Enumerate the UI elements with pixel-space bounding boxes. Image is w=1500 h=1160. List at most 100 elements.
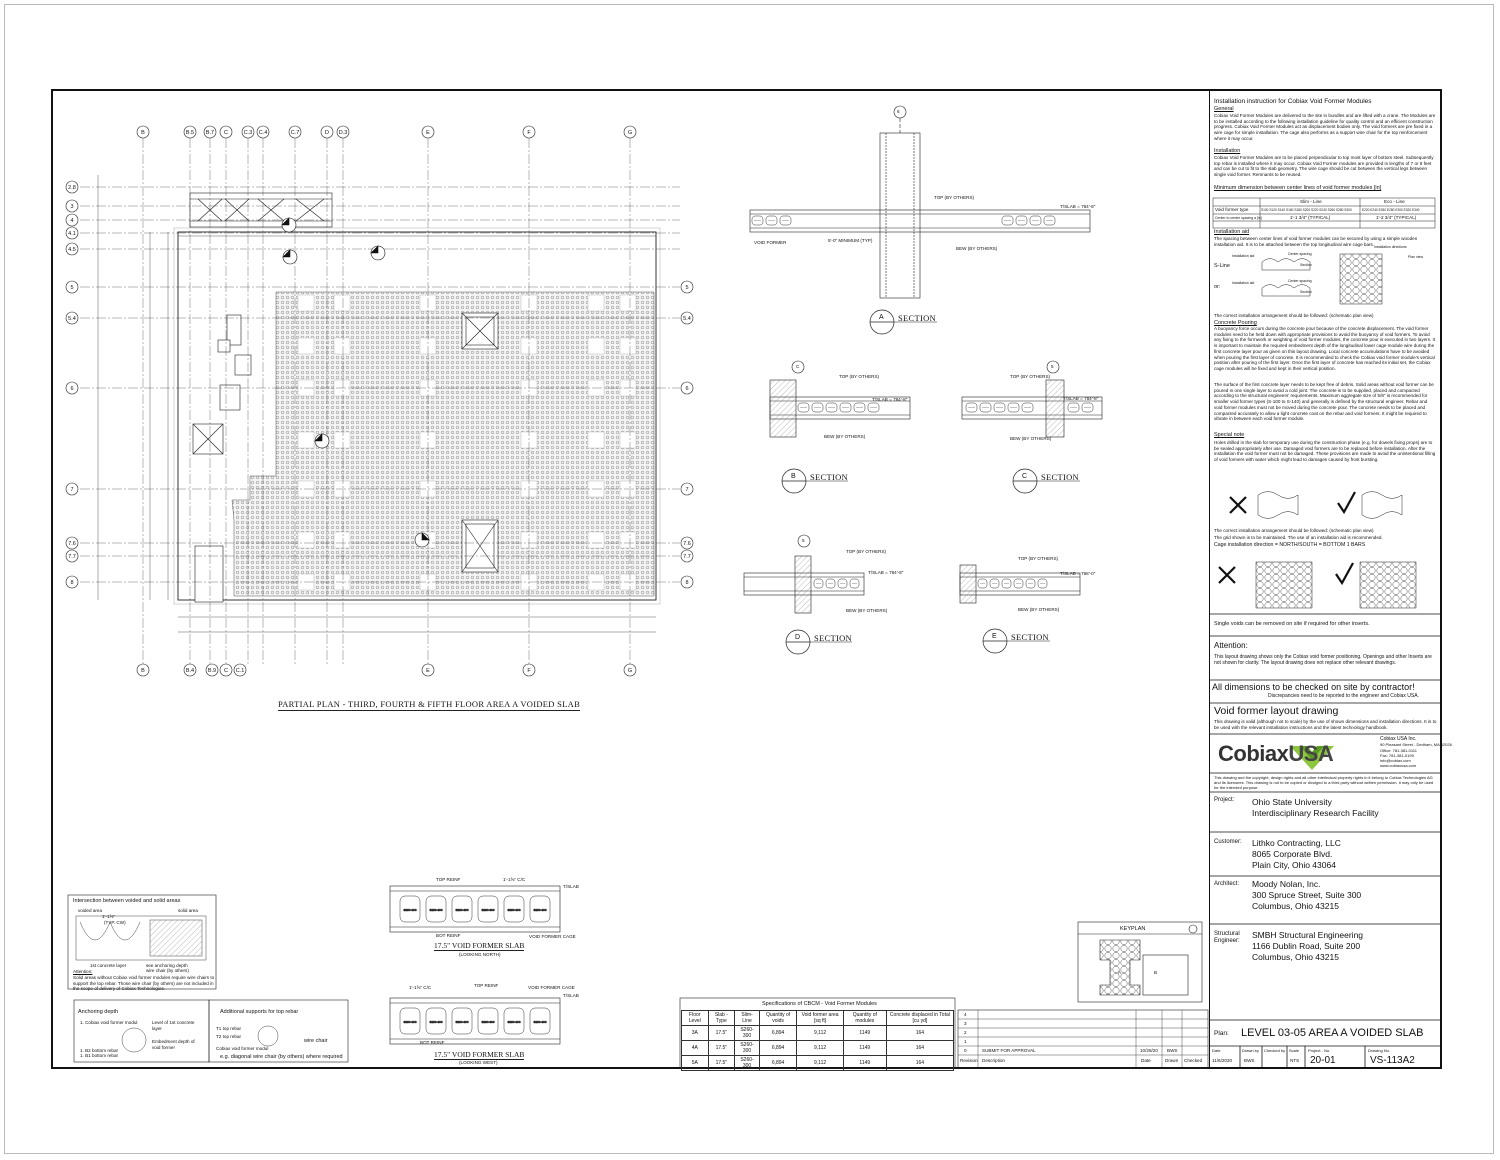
spec-cell: 5A [681,1055,709,1071]
grid-bubble-top: B.5 [183,125,197,139]
svg-text:4.5: 4.5 [68,247,76,253]
svg-text:B.9: B.9 [208,668,216,674]
floor-plan [80,138,680,664]
check-sub-text: Discrepancies need to be reported to the… [1268,693,1419,699]
page-frame [4,4,1494,1154]
scale-label: Scale [1289,1048,1300,1053]
svg-text:S260-300: S260-300 [533,1020,546,1024]
spec-cell: 1149 [842,1025,887,1041]
spec-h1: Slab - Type [707,1010,736,1026]
svg-text:C.1: C.1 [236,668,245,674]
rev-row-3: 3 [964,1021,967,1026]
logo-text-usa: USA [1288,741,1334,766]
rev-footer-date: Date [1141,1058,1151,1063]
intersection-box [67,894,217,990]
supports-module: Cobiax void former modul [216,1046,269,1051]
section-a-grid: 6 [897,109,900,114]
spec-cell: 164 [885,1055,955,1071]
section-c-drawing [961,379,1103,438]
rev-footer-description: Description [982,1058,1005,1063]
attention-text: This layout drawing shows only the Cobia… [1214,654,1432,667]
spec-cell: S260-300 [734,1025,760,1041]
section-e-letter: E [992,633,997,640]
vf-type-label: Void former type [1215,207,1249,212]
section-e-bot-note: BEW (BY OTHERS) [1018,607,1060,612]
spec-cell: 6,894 [758,1040,798,1056]
center-spacing-1: Center spacing [1288,252,1312,256]
svg-text:S260-300: S260-300 [429,908,442,912]
inst-dir-label: Installation directions [1374,245,1407,249]
grid-bubble-bottom: C.1 [233,663,247,677]
section-d-label: SECTION [814,633,852,643]
structural-label: Structural [1214,931,1240,937]
anchoring-l1: 1. Cobiax void former modul [80,1020,138,1025]
svg-text:8: 8 [70,580,73,586]
svg-text:B.5: B.5 [186,130,194,136]
grid-bubble-row: 4.1 [65,226,79,240]
grid-bubble-top: B [136,125,150,139]
plan-value: LEVEL 03-05 AREA A VOIDED SLAB [1241,1027,1424,1039]
detail-n-cage: VOID FORMER CAGE [529,934,576,939]
spec-table-title: Specifications of CBCM - Void Former Mod… [762,1001,877,1007]
detail-slab-north-sub: (LOOKING NORTH) [459,952,501,957]
spec-cell: 17.5" [707,1040,736,1056]
company-name: Cobiax USA Inc. [1380,736,1417,742]
grid-bubble-bottom: B.9 [205,663,219,677]
plan-label: Plan: [1214,1030,1229,1037]
aid-heading: Installation aid [1214,229,1250,235]
cage-dir-text: Cage installation direction = NORTH/SOUT… [1214,542,1366,548]
grid-bubble-bottom: E [421,663,435,677]
anchoring-l2: Level of 1st concrete layer [152,1020,195,1031]
spec-cell: S260-300 [734,1055,760,1071]
svg-text:5: 5 [70,285,73,291]
cobiax-logo: CobiaxUSA [1218,741,1334,767]
spec-cell: 9,112 [796,1040,844,1056]
svg-text:D.3: D.3 [339,130,348,136]
plan-view-label: Plan view [1408,255,1423,259]
instructions-title: Installation instruction for Cobiax Void… [1214,98,1372,105]
grid-bubble-top: F [522,125,536,139]
grid-bubble-bottom: B [136,663,150,677]
keyplan-b: B [1154,970,1158,975]
spec-h6: Concrete displaced in Total [cu yd] [885,1010,955,1026]
detail-slab-north-title: 17.5" VOID FORMER SLAB [434,941,525,952]
grid-bubble-bottom: G [623,663,637,677]
projno-value: 20-01 [1310,1055,1336,1066]
correct1-text: The correct installation arrangement sho… [1214,313,1374,318]
svg-text:C: C [224,668,228,674]
grid-bubble-top: C.4 [256,125,270,139]
drawing-label: Drawing No. [1368,1048,1391,1053]
table-row: 5A 17.5" S260-300 6,894 9,112 1149 164 [681,1055,955,1071]
supports-t1: T1 top rebar [216,1026,242,1031]
grid-bubble-row-right: 7.6 [680,536,694,550]
pour-text: A buoyancy force occurs during the concr… [1214,326,1436,372]
svg-text:5.4: 5.4 [683,316,691,322]
date-label: Date [1212,1048,1221,1053]
detail-n-top: TOP REINF [436,877,461,882]
spec-cell: 9,112 [796,1025,844,1041]
grid-bubble-row: 6 [65,381,79,395]
slim-line-label: Slim - Line [1300,199,1322,204]
grid-bubble-row-right: 7 [680,482,694,496]
intersection-attention: Attention: [73,969,93,974]
rev-by-0: BWS [1167,1048,1178,1053]
structural-line2: 1166 Dublin Road, Suite 200 [1252,941,1361,951]
grid-note-text: The grid shown is to be maintained. The … [1214,535,1383,540]
rev-row-0: 0 [964,1048,967,1053]
grid-bubble-top: C.7 [288,125,302,139]
svg-text:S260-300: S260-300 [481,1020,494,1024]
spec-h4: Void former area [sq ft] [796,1010,844,1026]
section-a-label: SECTION [898,313,936,323]
section-d-drawing [743,555,865,614]
rev-row-4: 4 [964,1012,967,1017]
sline-label: S-Line [1214,263,1230,269]
grid-bubble-row: 7.7 [65,549,79,563]
instruction-panel [1209,90,1440,1067]
section-e-drawing [959,564,1081,604]
grid-bubble-row-right: 7.7 [680,549,694,563]
architect-line2: 300 Spruce Street, Suite 300 [1252,890,1362,900]
detail-w-cage: VOID FORMER CAGE [528,985,575,990]
svg-text:7.6: 7.6 [68,541,76,547]
